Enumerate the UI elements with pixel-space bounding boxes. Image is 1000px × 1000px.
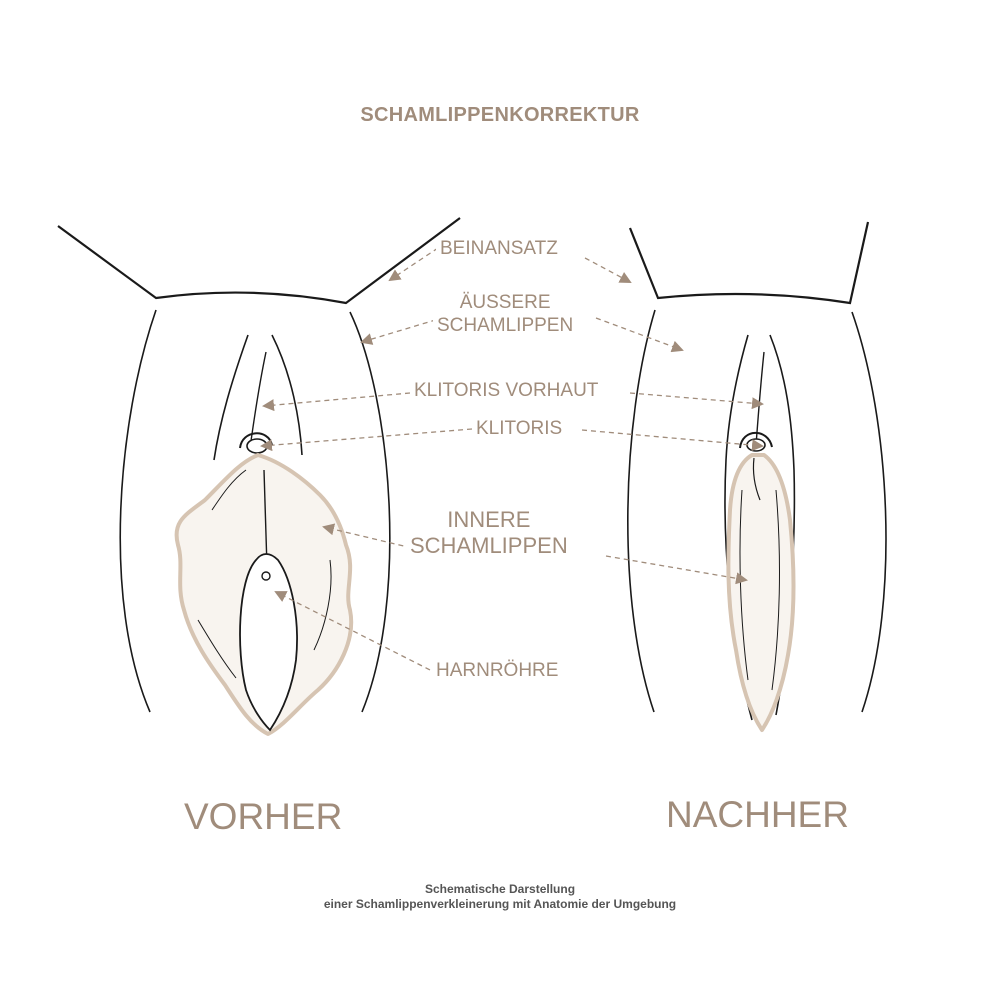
pointer-vorhaut-before <box>262 392 411 412</box>
pointer-aeussere-after <box>595 317 684 353</box>
pointer-klitoris-after <box>581 429 764 452</box>
after-labia-fold-right <box>771 489 780 691</box>
after-figure <box>627 221 887 732</box>
label-aeussere-line2: SCHAMLIPPEN <box>437 314 574 336</box>
after-outer-labia-inner <box>755 351 765 446</box>
before-hip-line <box>57 217 461 305</box>
caption: Schematische Darstellung einer Schamlipp… <box>0 882 1000 912</box>
before-outer-labia-right <box>271 334 303 456</box>
before-left-thigh <box>119 309 157 713</box>
after-labia-fold-left <box>739 489 749 681</box>
label-beinansatz: BEINANSATZ <box>436 238 562 261</box>
before-labia-fold-top <box>211 469 247 511</box>
before-label: VORHER <box>184 796 343 837</box>
label-aeussere-schamlippen: ÄUSSERE SCHAMLIPPEN <box>433 292 578 338</box>
after-hip-line <box>628 221 870 305</box>
pointer-lines <box>260 247 764 675</box>
after-right-thigh <box>851 311 887 713</box>
after-label: NACHHER <box>666 794 849 835</box>
before-figure <box>57 217 461 736</box>
label-klitoris-vorhaut: KLITORIS VORHAUT <box>410 380 603 403</box>
before-outer-labia-left <box>213 334 249 461</box>
pointer-beinansatz-after <box>584 257 632 283</box>
label-innere-line1: INNERE <box>447 507 531 532</box>
pointer-klitoris-before <box>260 428 473 452</box>
label-innere-schamlippen: INNERE SCHAMLIPPEN <box>406 507 572 560</box>
label-klitoris: KLITORIS <box>472 418 567 441</box>
label-harnroehre: HARNRÖHRE <box>432 660 563 683</box>
after-inner-labia <box>726 453 796 732</box>
after-clitoral-hood <box>739 432 773 449</box>
before-labia-fold-left <box>197 619 237 679</box>
before-right-thigh <box>349 311 391 713</box>
after-left-thigh <box>627 309 656 713</box>
before-labia-fold-right <box>313 559 332 651</box>
label-aeussere-line1: ÄUSSERE <box>459 292 551 313</box>
pointer-vorhaut-after <box>629 392 764 410</box>
pointer-innere-before <box>322 523 413 549</box>
before-urethra <box>261 571 271 581</box>
after-labia-top <box>752 457 761 501</box>
caption-line1: Schematische Darstellung <box>424 882 576 896</box>
caption-line2: einer Schamlippenverkleinerung mit Anato… <box>323 897 677 911</box>
pointer-beinansatz-before <box>388 247 439 282</box>
pointer-innere-after <box>605 555 748 585</box>
pointer-harnroehre <box>274 591 439 675</box>
label-innere-line2: SCHAMLIPPEN <box>410 533 568 559</box>
page-title: SCHAMLIPPENKORREKTUR <box>360 104 640 126</box>
